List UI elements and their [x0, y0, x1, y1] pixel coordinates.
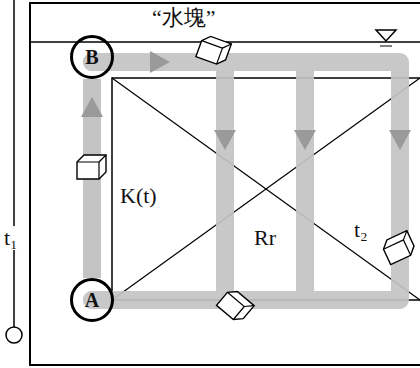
cube-edge — [244, 301, 254, 311]
time-origin — [6, 327, 22, 343]
flow-band — [92, 62, 305, 300]
flow-arrowhead — [214, 130, 236, 150]
tank-frame — [30, 3, 420, 365]
cube-edge — [383, 240, 410, 265]
water-cube — [217, 287, 255, 324]
point-circle: A — [70, 278, 114, 322]
cube-outline — [217, 287, 255, 324]
cube-edge — [222, 42, 231, 51]
time-axis — [13, 0, 15, 327]
cube-outline — [77, 155, 106, 179]
flow-arrowhead — [389, 130, 411, 150]
flow-arrowhead — [150, 51, 170, 73]
flow-band — [92, 62, 225, 300]
diagonal — [112, 78, 420, 300]
region-label: K(t) — [118, 184, 159, 208]
diagonal — [112, 78, 420, 300]
water-cube — [381, 231, 417, 265]
cube-edge — [217, 292, 245, 319]
flow-band — [92, 62, 400, 300]
water-level-tick — [380, 46, 392, 47]
water-level-symbol — [376, 30, 396, 41]
water-cube — [196, 34, 231, 66]
time-label: t₂ — [352, 218, 370, 242]
time-label: t₁ — [2, 226, 20, 250]
cube-outline — [196, 34, 231, 66]
point-label: B — [85, 47, 98, 67]
water-block-label: “水塊” — [150, 6, 218, 30]
cube-edge — [196, 41, 222, 64]
flow-arrowhead — [294, 130, 316, 150]
arrowhead — [81, 97, 103, 117]
point-label: A — [85, 290, 99, 310]
point-circle: B — [70, 35, 114, 79]
cube-outline — [381, 231, 417, 265]
inner-region — [112, 78, 420, 300]
cube-edge — [77, 162, 99, 179]
water-cube — [77, 155, 106, 179]
cube-edge — [99, 155, 106, 162]
region-label: Rr — [252, 226, 278, 250]
cube-edge — [400, 231, 409, 240]
